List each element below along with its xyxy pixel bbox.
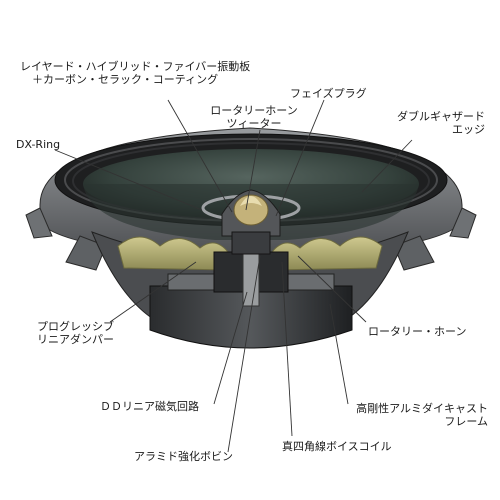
label-dd-linear: ＤＤリニア磁気回路: [100, 400, 199, 413]
label-cone-line1: レイヤード・ハイブリッド・ファイバー振動板: [20, 60, 251, 73]
label-edge-line1: ダブルギャザード: [397, 110, 485, 123]
label-cone: レイヤード・ハイブリッド・ファイバー振動板 ＋カーボン・セラック・コーティング: [20, 60, 250, 86]
label-edge-line2: エッジ: [452, 123, 485, 136]
label-frame: 高剛性アルミダイキャスト フレーム: [320, 402, 488, 428]
label-rotary-tweeter-line1: ロータリーホーン: [210, 104, 298, 117]
label-damper-line1: プログレッシブ: [37, 320, 114, 333]
label-dx-ring: DX-Ring: [16, 138, 61, 151]
label-rotary-horn: ロータリー・ホーン: [368, 325, 467, 338]
label-damper: プログレッシブ リニアダンパー: [2, 320, 114, 346]
center-assembly: [221, 189, 281, 255]
leader-lines: [54, 99, 413, 453]
label-rotary-tweeter-line2: ツィーター: [226, 117, 282, 130]
magnetic-circuit: [149, 245, 353, 349]
label-cone-line2: ＋カーボン・セラック・コーティング: [32, 73, 219, 86]
label-voice-coil: 真四角線ボイスコイル: [282, 440, 392, 453]
label-aramid-bobbin: アラミド強化ボビン: [134, 450, 233, 463]
label-damper-line2: リニアダンパー: [37, 333, 114, 346]
label-frame-line1: 高剛性アルミダイキャスト: [356, 402, 488, 415]
label-edge: ダブルギャザード エッジ: [360, 110, 485, 136]
label-frame-line2: フレーム: [444, 415, 488, 428]
label-rotary-tweeter: ロータリーホーン ツィーター: [194, 104, 314, 130]
label-phase-plug: フェイズプラグ: [290, 87, 367, 100]
